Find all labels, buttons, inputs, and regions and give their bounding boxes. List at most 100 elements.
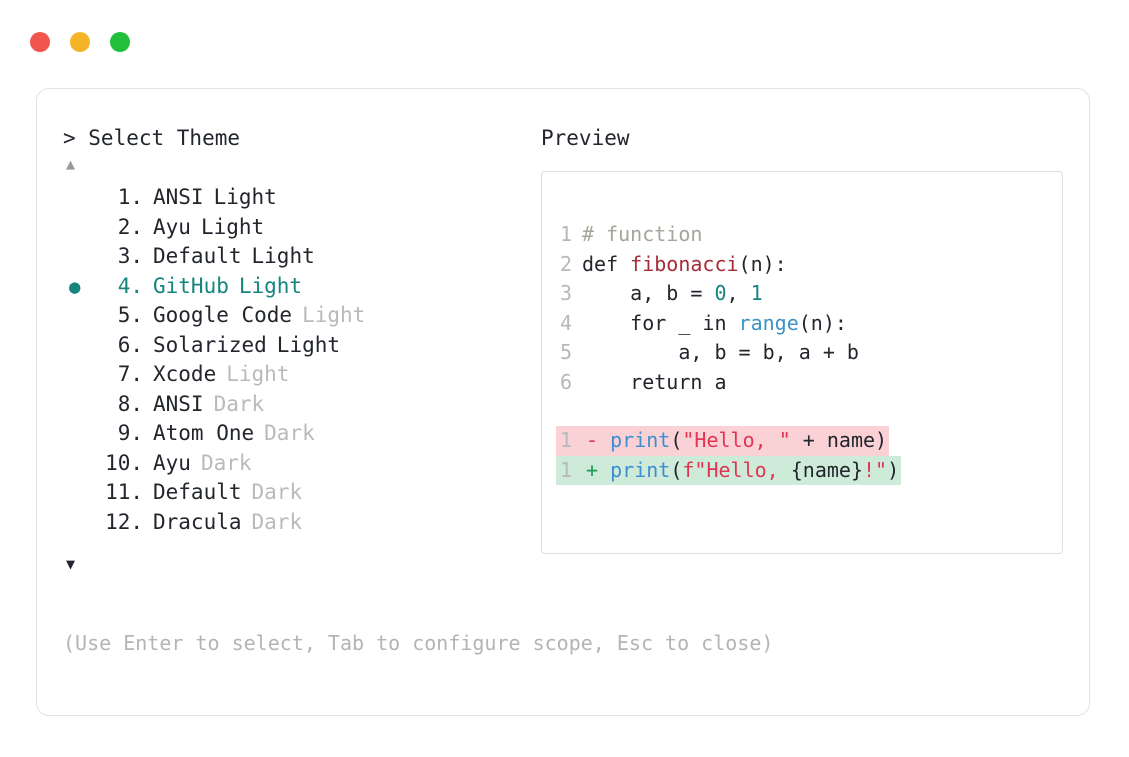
theme-item-number: 3. <box>105 244 143 268</box>
theme-list-item[interactable]: 8. ANSI Dark <box>63 390 533 420</box>
code-token: 1 <box>750 281 763 305</box>
minimize-dot[interactable] <box>70 32 90 52</box>
theme-item-name: Ayu <box>153 450 191 475</box>
code-token: fibonacci <box>630 251 739 276</box>
theme-list-item[interactable]: 7. Xcode Light <box>63 360 533 390</box>
code-spacer <box>542 397 1062 426</box>
code-text: # function <box>572 220 702 250</box>
window-traffic-lights <box>30 32 130 52</box>
code-token: , <box>726 281 751 305</box>
theme-item-number: 1. <box>105 185 143 209</box>
theme-item-variant: Light <box>276 332 341 357</box>
code-token: range <box>738 310 799 335</box>
code-line: 4 for _ in range(n): <box>542 309 1062 339</box>
diff-line-del: 1 - print("Hello, " + name) <box>542 426 1062 456</box>
theme-item-number: 7. <box>105 362 143 386</box>
scroll-up-icon[interactable]: ▲ <box>66 155 76 173</box>
theme-item-number: 9. <box>105 421 143 445</box>
close-dot[interactable] <box>30 32 50 52</box>
code-token: "Hello, " <box>682 428 791 452</box>
code-token: print <box>610 428 671 452</box>
theme-list-item[interactable]: 2. Ayu Light <box>63 213 533 243</box>
diff-gutter: 1 <box>556 455 574 485</box>
theme-item-name: Dracula <box>153 509 242 534</box>
code-token: return a <box>582 369 727 394</box>
diff-text: + print(f"Hello, {name}!") <box>574 455 902 485</box>
line-number: 3 <box>559 281 572 305</box>
code-text: for _ in range(n): <box>572 309 847 339</box>
code-token: print <box>610 457 671 482</box>
scroll-down-icon[interactable]: ▼ <box>66 555 76 573</box>
line-number: 5 <box>559 340 572 364</box>
code-token: f"Hello, <box>682 457 791 482</box>
theme-item-number: 8. <box>105 391 143 416</box>
theme-item-name: ANSI <box>153 391 204 416</box>
theme-item-number: 2. <box>105 214 143 239</box>
theme-item-variant: Light <box>213 185 277 209</box>
code-token: a, b = <box>582 281 715 305</box>
theme-item-variant: Light <box>226 362 290 386</box>
code-text: return a <box>572 368 727 398</box>
theme-item-variant: Dark <box>200 450 252 475</box>
code-token: {name} <box>790 457 864 482</box>
selected-bullet-icon: ● <box>69 275 81 298</box>
theme-item-number: 6. <box>105 332 143 357</box>
code-token: ( <box>670 457 683 482</box>
theme-list-item[interactable]: 10. Ayu Dark <box>63 449 533 479</box>
code-token: a, b = b, a + b <box>582 340 859 364</box>
diff-sign: + <box>574 457 611 482</box>
diff-gutter: 1 <box>556 426 574 456</box>
diff-line-add: 1 + print(f"Hello, {name}!") <box>542 455 1062 485</box>
theme-item-name: Atom One <box>153 421 255 445</box>
theme-item-name: Default <box>153 480 242 504</box>
theme-item-name: Default <box>153 244 242 268</box>
theme-item-number: 4. <box>105 273 143 298</box>
theme-item-variant: Dark <box>251 480 303 504</box>
theme-item-name: GitHub <box>153 273 229 298</box>
theme-item-variant: Light <box>302 303 366 327</box>
theme-list-item[interactable]: 1. ANSI Light <box>63 183 533 213</box>
code-token: for _ in <box>582 310 739 335</box>
code-text: a, b = b, a + b <box>572 338 859 368</box>
theme-item-name: ANSI <box>153 185 204 209</box>
code-line: 3 a, b = 0, 1 <box>542 279 1062 309</box>
preview-label: Preview <box>541 126 630 150</box>
line-number: 1 <box>559 428 572 452</box>
maximize-dot[interactable] <box>110 32 130 52</box>
line-number: 1 <box>559 457 572 482</box>
theme-item-number: 5. <box>105 303 143 327</box>
theme-item-variant: Dark <box>264 421 315 445</box>
code-token: ( <box>670 428 683 452</box>
diff-text: - print("Hello, " + name) <box>574 426 890 456</box>
code-line: 1# function <box>542 220 1062 250</box>
theme-item-variant: Dark <box>251 509 303 534</box>
theme-list-item[interactable]: 9. Atom One Dark <box>63 419 533 449</box>
theme-item-variant: Dark <box>213 391 265 416</box>
code-token: !" <box>863 457 888 482</box>
theme-item-name: Ayu <box>153 214 191 239</box>
code-line: 5 a, b = b, a + b <box>542 338 1062 368</box>
page-title: > Select Theme <box>63 126 241 150</box>
theme-item-number: 11. <box>105 480 143 504</box>
code-line: 6 return a <box>542 368 1062 398</box>
theme-list-item[interactable]: 11. Default Dark <box>63 478 533 508</box>
code-token: (n): <box>798 310 847 335</box>
code-token: 0 <box>714 281 727 305</box>
theme-item-name: Solarized <box>153 332 267 357</box>
theme-item-variant: Light <box>200 214 265 239</box>
theme-item-name: Xcode <box>153 362 217 386</box>
theme-list-item[interactable]: 6. Solarized Light <box>63 331 533 361</box>
code-token: (n): <box>738 251 787 276</box>
theme-item-number: 10. <box>105 450 143 475</box>
keyboard-hint: (Use Enter to select, Tab to configure s… <box>63 631 774 655</box>
